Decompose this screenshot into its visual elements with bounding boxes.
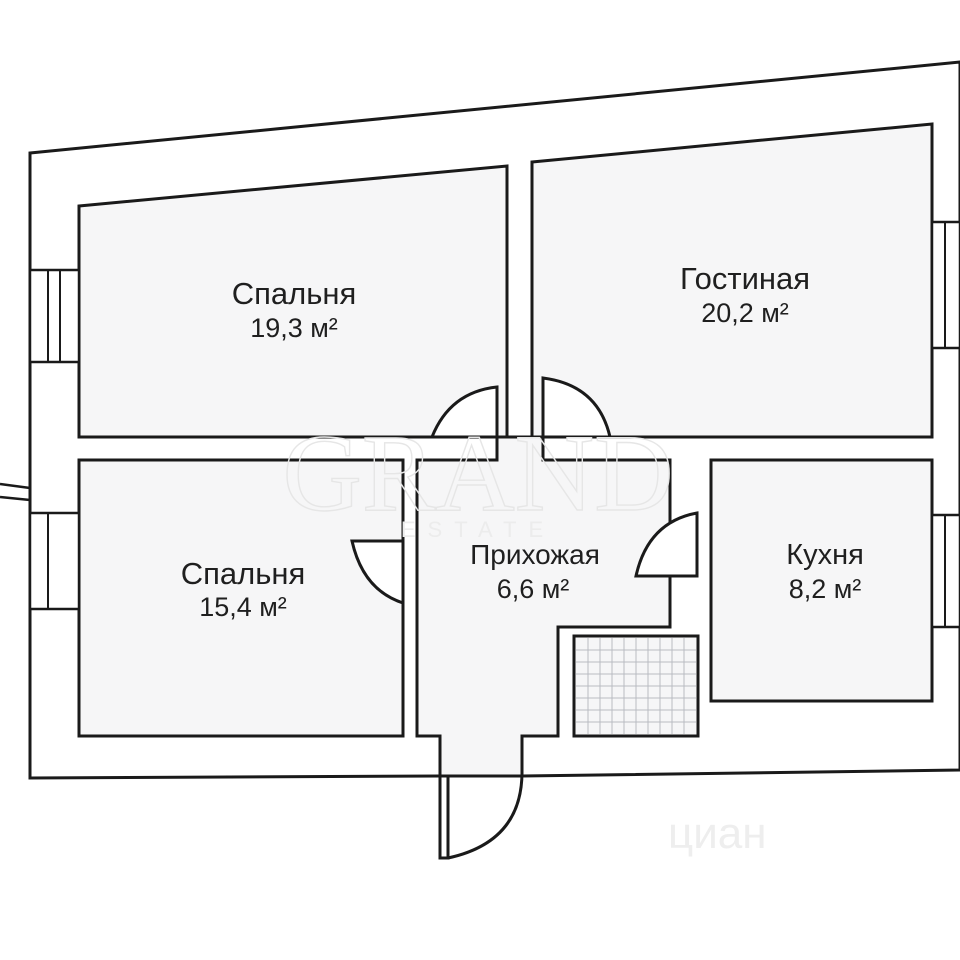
window-bedroom-2 (28, 511, 81, 611)
entrance-door-swing (447, 771, 524, 860)
exterior-stub (0, 482, 31, 502)
room-label-bedroom-2: Спальня (181, 556, 306, 591)
entrance-door-leaf (438, 768, 450, 860)
room-hallway (415, 435, 672, 778)
bedroom-2-door (350, 539, 405, 606)
bathroom-tile-grid (576, 638, 696, 734)
watermark-sub: ESTATE (401, 517, 555, 542)
room-area-bedroom-1: 19,3 м² (250, 313, 338, 343)
window-kitchen (930, 513, 960, 629)
bedroom-1-door (429, 385, 499, 439)
watermark-corner: циан (668, 809, 767, 858)
room-area-kitchen: 8,2 м² (789, 574, 862, 604)
room-label-bedroom-1: Спальня (232, 276, 357, 311)
room-kitchen (709, 458, 934, 703)
kitchen-door (634, 511, 699, 578)
window-bedroom-1 (28, 268, 81, 364)
window-living-room (930, 220, 960, 350)
room-label-living-room: Гостиная (680, 261, 810, 296)
room-label-hallway: Прихожая (470, 539, 600, 570)
watermark-brand: GRAND (282, 412, 673, 534)
room-area-living-room: 20,2 м² (701, 298, 789, 328)
room-living-room (530, 122, 934, 439)
room-area-bedroom-2: 15,4 м² (199, 592, 287, 622)
room-label-kitchen: Кухня (786, 539, 864, 571)
room-area-hallway: 6,6 м² (497, 574, 570, 604)
living-room-door (541, 376, 612, 439)
